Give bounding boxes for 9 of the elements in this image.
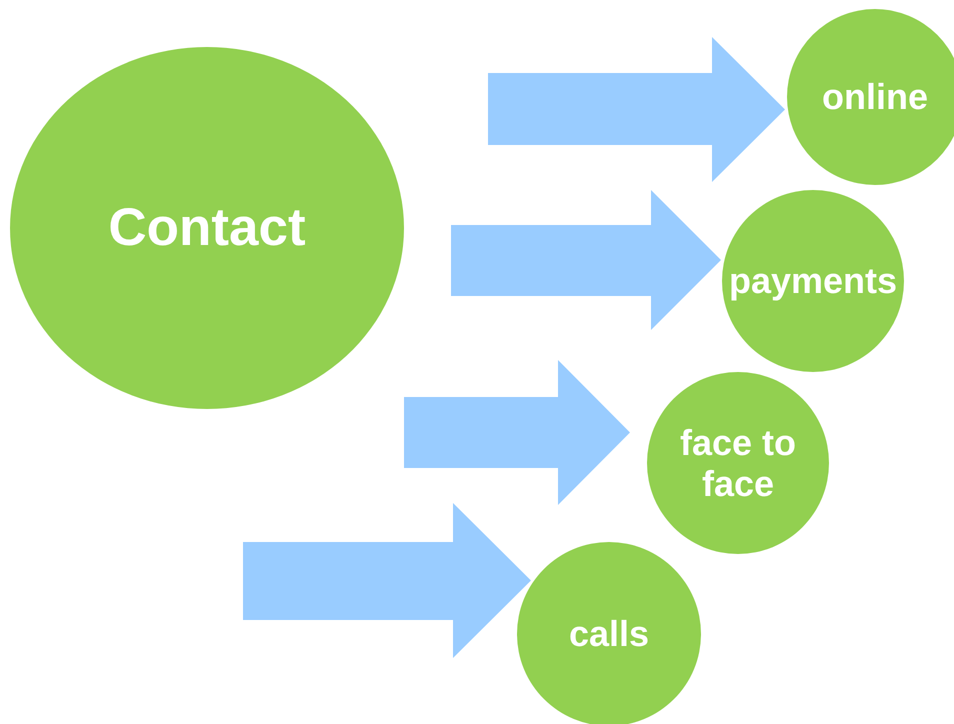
block-arrow: [243, 503, 531, 658]
node-label: face to face: [678, 422, 798, 504]
node-label: payments: [728, 260, 898, 302]
block-arrow: [451, 190, 721, 330]
node-label: calls: [568, 613, 650, 655]
block-arrow: [488, 37, 785, 182]
block-arrow: [404, 360, 630, 505]
node-label: online: [822, 76, 928, 118]
node-label: Contact: [108, 198, 306, 258]
